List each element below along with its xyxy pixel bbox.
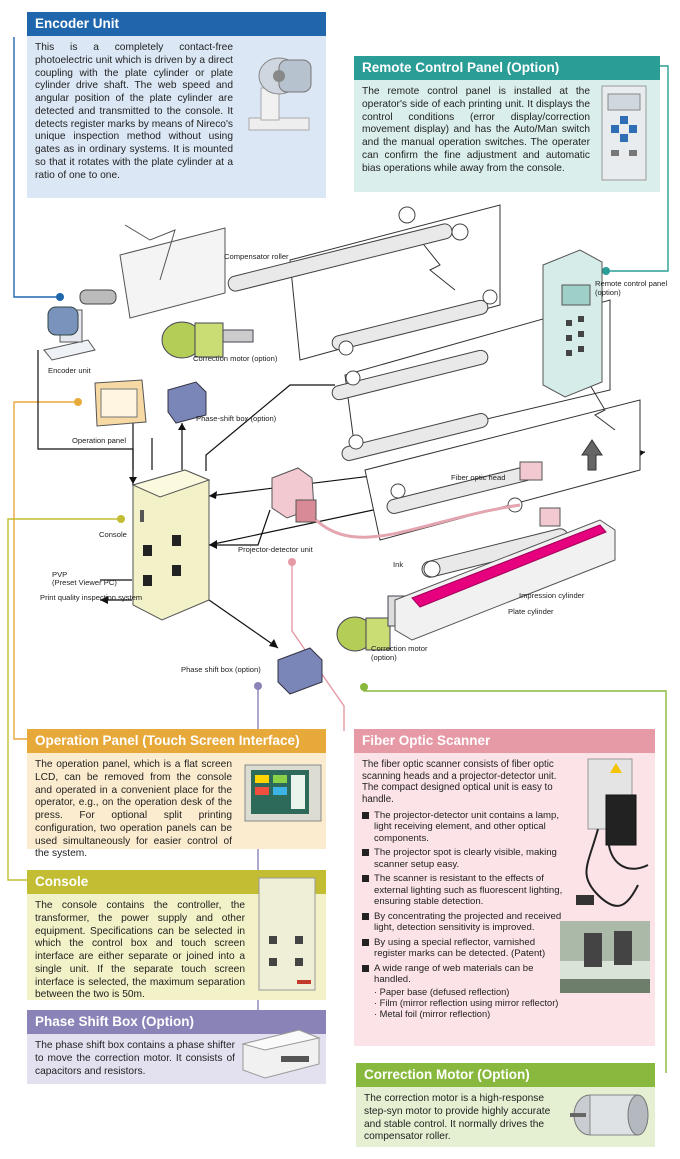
scanner-unit-photo: [568, 755, 652, 915]
label-compensator-roller: Compensator roller: [224, 252, 289, 261]
console-text: The console contains the controller, the…: [35, 900, 245, 1001]
operation-panel-box: Operation Panel (Touch Screen Interface)…: [27, 729, 326, 859]
fiber-optic-title: Fiber Optic Scanner: [354, 729, 655, 753]
label-plate-cylinder: Plate cylinder: [508, 607, 554, 616]
remote-leader-dot: [602, 267, 610, 275]
label-fiber-optic-head: Fiber optic head: [451, 473, 506, 482]
label-print-quality: Print quality inspection system: [40, 593, 143, 602]
label-ink: Ink: [393, 560, 404, 569]
fiber-bullet: A wide range of web materials can be han…: [362, 963, 567, 986]
console-cabinet-photo: [251, 876, 323, 996]
console-box: Console The console contains the control…: [27, 870, 326, 1000]
fiber-bullet: The projector spot is clearly visible, m…: [362, 847, 567, 870]
operation-panel-text: The operation panel, which is a flat scr…: [35, 759, 232, 860]
fiber-bullet: By concentrating the projected and recei…: [362, 911, 567, 934]
operation-leader: [13, 401, 78, 740]
signal-arrows: [100, 423, 645, 648]
encoder-unit: [43, 306, 96, 361]
remote-panel-photo: [598, 82, 654, 186]
label-pvp-sub: (Preset Viewer PC): [52, 578, 117, 587]
material-item: · Metal foil (mirror reflection): [374, 1008, 491, 1019]
encoder-unit-text: This is a completely contact-free photoe…: [35, 42, 233, 181]
fiber-optic-intro: The fiber optic scanner consists of fibe…: [362, 759, 557, 805]
encoder-shaft: [79, 289, 117, 305]
fiber-optic-materials: · Paper base (defused reflection) · Film…: [362, 987, 567, 1020]
correction-leader-dot: [360, 683, 368, 691]
label-projector-detector: Projector-detector unit: [238, 545, 313, 554]
label-operation-panel: Operation panel: [72, 436, 127, 445]
label-remote-control-panel: Remote control panel (option): [595, 279, 668, 297]
web-feed: [124, 224, 176, 281]
console-leader-dot: [117, 515, 125, 523]
label-pvp: PVP: [52, 570, 68, 579]
operation-leader-dot: [74, 398, 82, 406]
correction-motor-title: Correction Motor (Option): [356, 1063, 655, 1087]
phase-box-bottom: [277, 647, 323, 695]
correction-motor-top: [161, 321, 254, 359]
remote-panel-text: The remote control panel is installed at…: [362, 86, 590, 174]
phase-shift-text: The phase shift box contains a phase shi…: [35, 1040, 235, 1077]
scanner-head-photo: [560, 921, 650, 993]
encoder-leader-dot: [56, 293, 64, 301]
remote-panel-box: Remote Control Panel (Option) The remote…: [354, 56, 660, 192]
correction-motor-box: Correction Motor (Option) The correction…: [356, 1063, 655, 1147]
encoder-leader: [13, 37, 60, 298]
projector-detector-device: [271, 467, 521, 539]
web-tear-2: [589, 384, 616, 431]
fiber-leader: [291, 562, 345, 731]
encoder-unit-title: Encoder Unit: [27, 12, 326, 36]
operation-panel-title: Operation Panel (Touch Screen Interface): [27, 729, 326, 753]
phase-shift-title: Phase Shift Box (Option): [27, 1010, 326, 1034]
label-correction-motor-top: Correction motor (option): [193, 354, 278, 363]
motor-photo: [568, 1081, 652, 1143]
console-cabinet: [131, 469, 211, 621]
label-encoder-unit: Encoder unit: [48, 366, 91, 375]
fiber-bullet: The projector-detector unit contains a l…: [362, 810, 567, 845]
label-impression-cylinder: Impression cylinder: [519, 591, 585, 600]
label-phase-shift-box-top: Phase-shift box (option): [196, 414, 277, 423]
touch-screen-photo: [243, 761, 323, 827]
phase-box-photo: [239, 1024, 323, 1084]
fiber-bullet: By using a special reflector, varnished …: [362, 937, 567, 960]
phase-box-top: [167, 381, 207, 424]
material-item: · Paper base (defused reflection): [374, 986, 510, 997]
remote-panel-title: Remote Control Panel (Option): [354, 56, 660, 80]
operation-panel-device: [94, 379, 147, 427]
fiber-optic-head-device: [519, 461, 561, 527]
material-item: · Film (mirror reflection using mirror r…: [374, 997, 559, 1008]
phase-shift-box-panel: Phase Shift Box (Option) The phase shift…: [27, 1010, 326, 1084]
console-leader: [7, 518, 121, 881]
remote-panel-device: [542, 249, 603, 398]
web-direction-arrow: [581, 439, 603, 471]
press-base: [394, 519, 616, 641]
label-phase-shift-box-bottom: Phase shift box (option): [181, 665, 261, 674]
correction-motor-text: The correction motor is a high-response …: [364, 1093, 551, 1143]
label-console: Console: [99, 530, 127, 539]
encoder-unit-panel: Encoder Unit This is a completely contac…: [27, 12, 326, 198]
rollers: [227, 223, 569, 578]
fiber-optic-body: The fiber optic scanner consists of fibe…: [354, 753, 575, 1026]
fiber-optic-box: Fiber Optic Scanner The fiber optic scan…: [354, 729, 655, 1046]
phase-leader-dot: [254, 682, 262, 690]
compensator-frame: [119, 227, 226, 319]
fiber-optic-bullets: The projector-detector unit contains a l…: [362, 810, 567, 986]
remote-leader: [606, 65, 669, 272]
encoder-photo: [239, 48, 321, 158]
label-correction-motor-bottom: Correction motor (option): [371, 644, 428, 662]
fiber-leader-dot: [288, 558, 296, 566]
fiber-bullet: The scanner is resistant to the effects …: [362, 873, 567, 908]
web-tear-1: [419, 239, 456, 291]
